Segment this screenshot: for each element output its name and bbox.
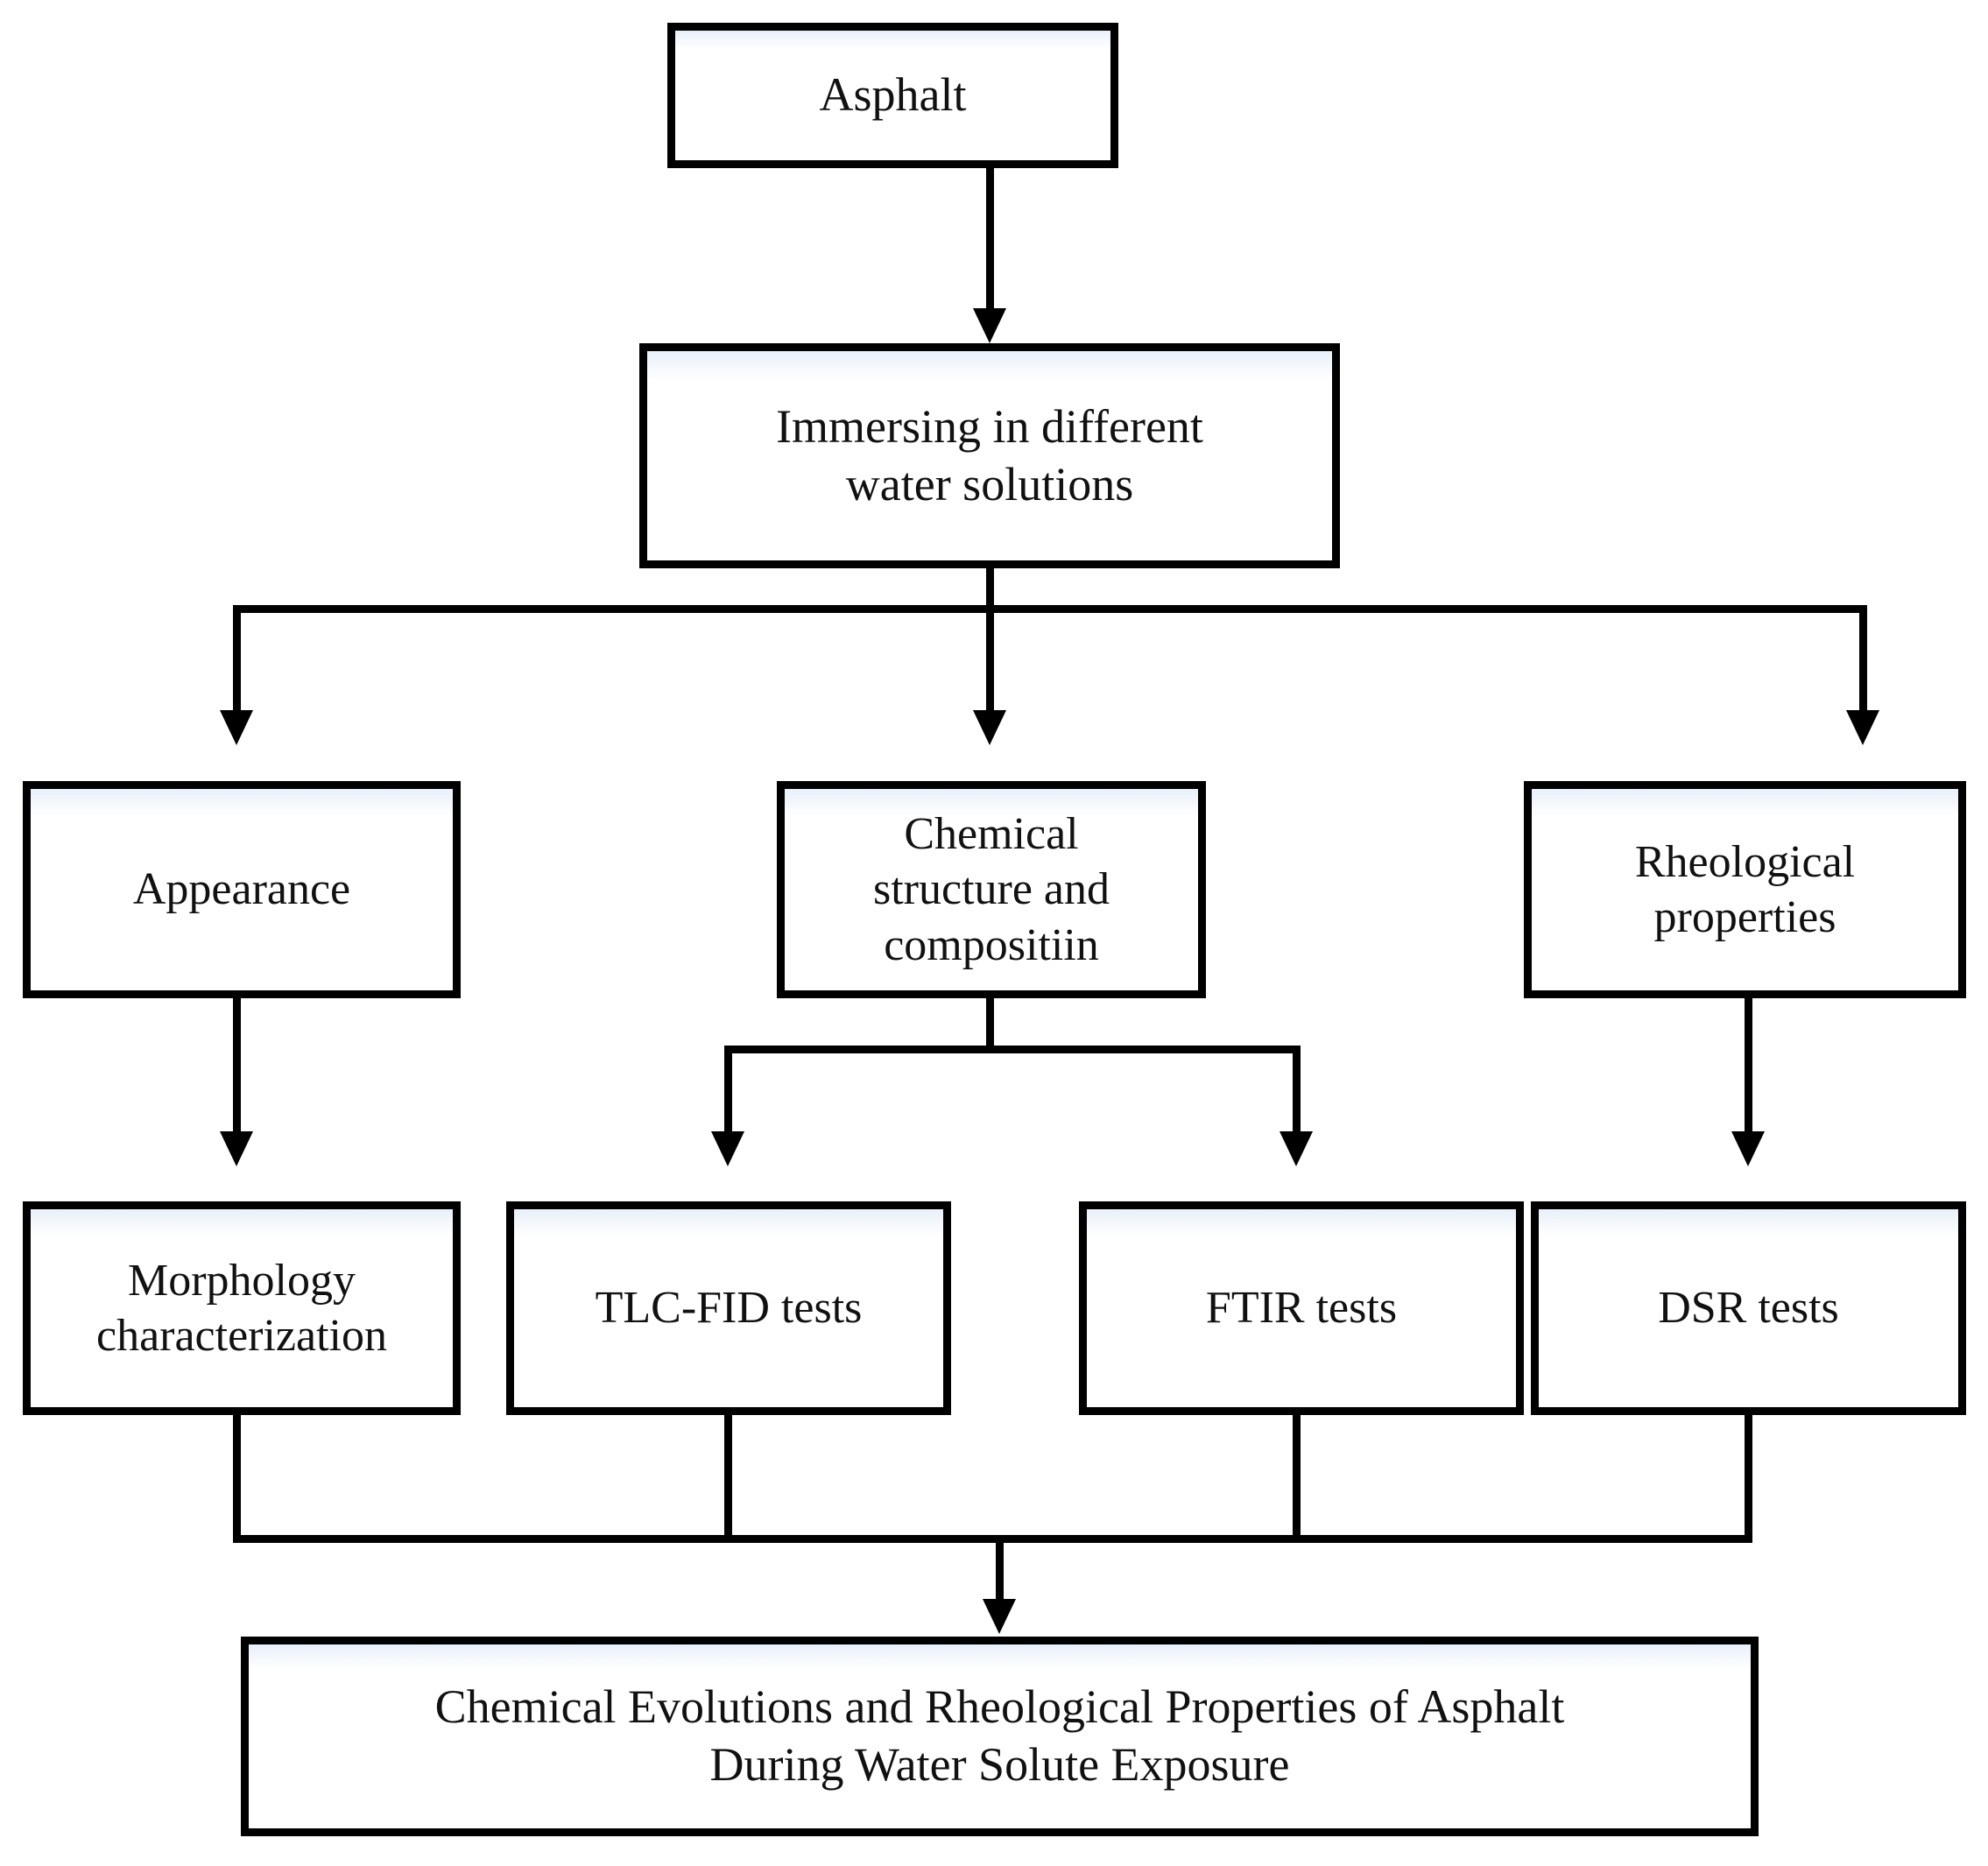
arrowhead-asphalt-to-immersing	[973, 308, 1006, 343]
connector-bus-to-appearance	[233, 605, 241, 715]
node-immersing[interactable]: Immersing in different water solutions	[639, 343, 1340, 568]
connector-morphology-down	[233, 1415, 241, 1543]
node-tlc-fid-tests[interactable]: TLC-FID tests	[506, 1201, 951, 1415]
node-morphology-characterization[interactable]: Morphology characterization	[23, 1201, 461, 1415]
connector-split-bus-tests	[724, 1046, 1301, 1053]
connector-bus-to-ftir	[1293, 1046, 1301, 1137]
connector-bus-to-tlc-fid	[724, 1046, 732, 1137]
node-asphalt-label: Asphalt	[819, 68, 967, 122]
node-morphology-characterization-label: Morphology characterization	[96, 1255, 387, 1361]
arrowhead-bus-to-tlc-fid	[711, 1131, 744, 1166]
connector-chemical-stem	[986, 998, 994, 1051]
connector-immersing-stem	[986, 568, 994, 611]
connector-bus-to-chemical-structure	[986, 605, 994, 715]
node-outcome-label: Chemical Evolutions and Rheological Prop…	[434, 1680, 1565, 1791]
connector-asphalt-to-immersing	[986, 168, 994, 313]
arrowhead-bus-to-chemical-structure	[973, 710, 1006, 745]
node-asphalt[interactable]: Asphalt	[667, 23, 1118, 168]
connector-merge-to-outcome	[996, 1535, 1004, 1603]
node-chemical-structure-label: Chemical structure and compositiin	[872, 808, 1110, 970]
node-dsr-tests-label: DSR tests	[1658, 1283, 1839, 1334]
arrowhead-rheological-to-dsr	[1731, 1131, 1765, 1166]
node-appearance-label: Appearance	[132, 864, 351, 915]
node-immersing-label: Immersing in different water solutions	[776, 399, 1203, 511]
connector-bus-to-rheological	[1859, 605, 1867, 715]
node-dsr-tests[interactable]: DSR tests	[1531, 1201, 1966, 1415]
node-rheological-properties-label: Rheological properties	[1634, 836, 1856, 942]
arrowhead-bus-to-rheological	[1846, 710, 1879, 745]
node-tlc-fid-tests-label: TLC-FID tests	[595, 1283, 863, 1334]
connector-split-bus-row3	[233, 605, 1867, 613]
node-ftir-tests[interactable]: FTIR tests	[1079, 1201, 1524, 1415]
arrowhead-bus-to-appearance	[220, 710, 253, 745]
connector-dsr-down	[1745, 1415, 1752, 1543]
arrowhead-bus-to-ftir	[1280, 1131, 1313, 1166]
connector-appearance-to-morphology	[233, 998, 241, 1137]
arrowhead-appearance-to-morphology	[220, 1131, 253, 1166]
connector-ftir-down	[1293, 1415, 1301, 1543]
node-chemical-structure[interactable]: Chemical structure and compositiin	[777, 781, 1206, 998]
node-ftir-tests-label: FTIR tests	[1205, 1283, 1398, 1334]
connector-merge-bus-outcome	[233, 1535, 1752, 1543]
connector-tlc-fid-down	[724, 1415, 732, 1543]
node-rheological-properties[interactable]: Rheological properties	[1524, 781, 1966, 998]
connector-rheological-to-dsr	[1745, 998, 1752, 1137]
node-outcome[interactable]: Chemical Evolutions and Rheological Prop…	[241, 1637, 1759, 1836]
node-appearance[interactable]: Appearance	[23, 781, 461, 998]
arrowhead-merge-to-outcome	[983, 1599, 1016, 1634]
